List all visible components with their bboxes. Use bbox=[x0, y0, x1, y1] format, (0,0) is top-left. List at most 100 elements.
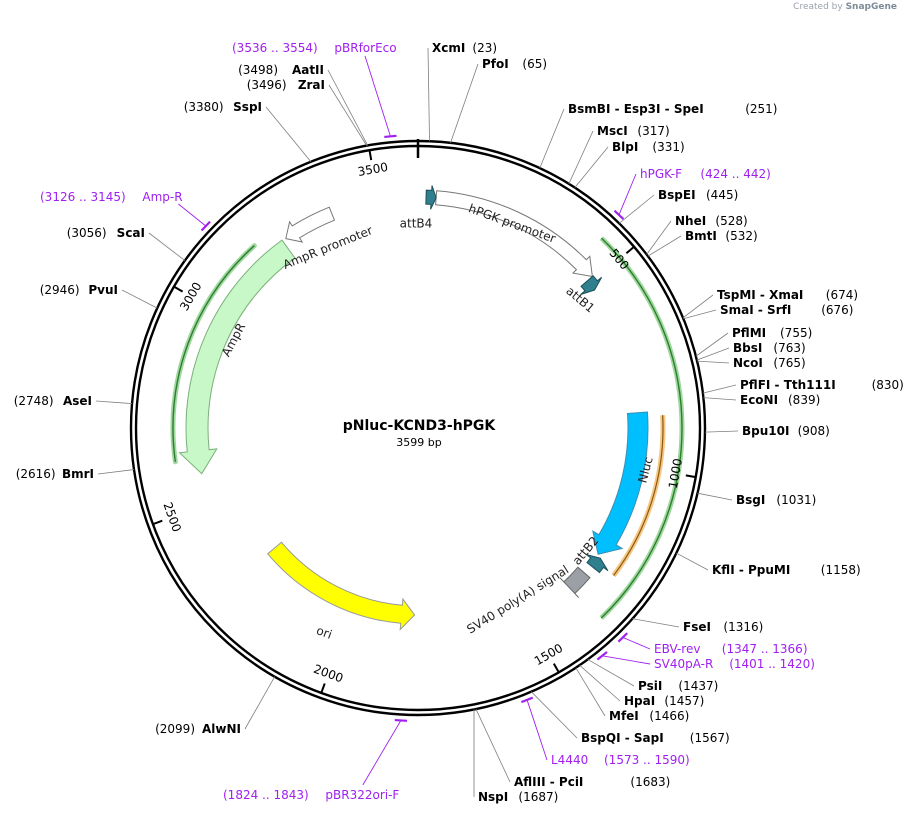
primer-site-hpgk-f[interactable]: hPGK-F(424 .. 442) bbox=[613, 167, 771, 220]
enzyme-site-sspi[interactable]: SspI(3380) bbox=[184, 100, 312, 162]
primer-name: Amp-R bbox=[142, 190, 182, 204]
enzyme-leader-line bbox=[97, 469, 135, 475]
nluc-highlight-core bbox=[613, 415, 664, 576]
primer-sites: (3536 .. 3554) pBRforEco hPGK-F(424 .. 442… bbox=[40, 41, 815, 802]
sv40-polya-box bbox=[559, 566, 591, 598]
enzyme-position: (908) bbox=[798, 424, 830, 438]
enzyme-site-pfoi[interactable]: PfoI(65) bbox=[450, 57, 547, 143]
enzyme-position: (1031) bbox=[776, 493, 816, 507]
enzyme-position: (528) bbox=[715, 214, 747, 228]
enzyme-position: (830) bbox=[872, 378, 904, 392]
plasmid-center-label: pNluc-KCND3-hPGK 3599 bp bbox=[343, 418, 497, 449]
enzyme-name: BsmBI - Esp3I - SpeI bbox=[568, 102, 704, 116]
primer-site-pbrforeco[interactable]: (3536 .. 3554) pBRforEco bbox=[232, 41, 397, 139]
tick-mark-3000 bbox=[173, 285, 184, 293]
primer-site-pbr322ori-f[interactable]: (1824 .. 1843) pBR322ori-F bbox=[223, 718, 408, 802]
enzyme-name: ScaI bbox=[117, 226, 145, 240]
enzyme-leader-line bbox=[539, 108, 565, 169]
enzyme-name: AlwNI bbox=[202, 722, 241, 736]
primer-site-ebv-rev[interactable]: EBV-rev (1347 .. 1366) bbox=[617, 632, 808, 656]
primer-name: pBRforEco bbox=[334, 41, 396, 55]
enzyme-name: NheI bbox=[675, 214, 706, 228]
enzyme-site-xcmi[interactable]: XcmI(23) bbox=[427, 41, 497, 142]
primer-leader-line bbox=[622, 637, 651, 650]
enzyme-name: FseI bbox=[683, 620, 711, 634]
enzyme-site-bsmbi-esp3i-spei[interactable]: BsmBI - Esp3I - SpeI(251) bbox=[539, 102, 778, 169]
enzyme-site-scai[interactable]: ScaI(3056) bbox=[67, 226, 186, 261]
enzyme-site-zrai[interactable]: ZraI(3496) bbox=[247, 78, 368, 146]
primer-mark bbox=[520, 696, 534, 704]
enzyme-leader-line bbox=[579, 664, 621, 702]
enzyme-site-mfei[interactable]: MfeI(1466) bbox=[575, 667, 689, 723]
tick-mark-500 bbox=[625, 246, 635, 254]
tick-mark-2500 bbox=[152, 519, 163, 526]
enzyme-position: (3496) bbox=[247, 78, 287, 92]
enzyme-position: (1687) bbox=[518, 790, 558, 804]
enzyme-leader-line bbox=[618, 194, 655, 224]
enzyme-site-kfli-ppumi[interactable]: KflI - PpuMI (1158) bbox=[676, 552, 861, 577]
enzyme-site-asei[interactable]: AseI(2748) bbox=[14, 394, 133, 408]
enzyme-position: (2748) bbox=[14, 394, 54, 408]
primer-mark bbox=[617, 632, 628, 643]
primer-range: (1824 .. 1843) bbox=[223, 788, 309, 802]
feature-highlights bbox=[170, 236, 685, 620]
enzyme-site-psii[interactable]: PsiI (1437) bbox=[587, 659, 719, 693]
enzyme-site-tspmi-xmai[interactable]: TspMI - XmaI(674) bbox=[682, 288, 858, 319]
enzyme-site-bspei[interactable]: BspEI (445) bbox=[618, 188, 738, 224]
enzyme-site-ncoi[interactable]: NcoI(765) bbox=[697, 356, 806, 370]
enzyme-leader-line bbox=[695, 332, 729, 357]
enzyme-site-blpi[interactable]: BlpI(331) bbox=[574, 140, 685, 188]
enzyme-position: (445) bbox=[706, 188, 738, 202]
primer-site-amp-r[interactable]: (3126 .. 3145)Amp-R bbox=[40, 190, 211, 232]
primer-range: (3536 .. 3554) bbox=[232, 41, 318, 55]
enzyme-leader-line bbox=[697, 360, 730, 364]
tick-mark-1000 bbox=[685, 474, 696, 479]
enzyme-name: BmrI bbox=[62, 467, 94, 481]
enzyme-site-bmri[interactable]: BmrI(2616) bbox=[16, 467, 135, 481]
enzyme-site-msci[interactable]: MscI(317) bbox=[568, 124, 670, 185]
enzyme-site-hpai[interactable]: HpaI(1457) bbox=[579, 664, 705, 708]
enzyme-position: (1437) bbox=[678, 679, 718, 693]
enzyme-site-bpu10i[interactable]: Bpu10I (908) bbox=[704, 424, 830, 438]
enzyme-leader-line bbox=[632, 618, 680, 628]
primer-leader-line bbox=[618, 173, 637, 215]
enzyme-site-pvui[interactable]: PvuI(2946) bbox=[40, 283, 158, 309]
enzyme-leader-line bbox=[574, 146, 609, 188]
tick-label-1000: 1000 bbox=[666, 457, 685, 490]
enzyme-site-econi[interactable]: EcoNI(839) bbox=[703, 393, 820, 407]
enzyme-name: PsiI bbox=[638, 679, 662, 693]
primer-name: pBR322ori-F bbox=[325, 788, 399, 802]
enzyme-name: SmaI - SrfI bbox=[720, 303, 791, 317]
enzyme-position: (839) bbox=[788, 393, 820, 407]
enzyme-site-nspi[interactable]: NspI(1687) bbox=[473, 709, 558, 804]
enzyme-site-alwni[interactable]: AlwNI(2099) bbox=[155, 676, 276, 736]
enzyme-site-fsei[interactable]: FseI(1316) bbox=[632, 618, 763, 634]
enzyme-site-smai-srfi[interactable]: SmaI - SrfI(676) bbox=[683, 303, 853, 320]
enzyme-site-bbsi[interactable]: BbsI(763) bbox=[696, 341, 806, 361]
enzyme-name: BspEI bbox=[658, 188, 696, 202]
enzyme-name: Bpu10I bbox=[742, 424, 789, 438]
enzyme-leader-line bbox=[450, 63, 479, 143]
primer-range: (1347 .. 1366) bbox=[722, 642, 808, 656]
enzyme-leader-line bbox=[475, 708, 511, 783]
enzyme-position: (2946) bbox=[40, 283, 80, 297]
enzyme-site-nhei[interactable]: NheI (528) bbox=[646, 214, 748, 255]
enzyme-site-afliii-pcii[interactable]: AflIII - PciI(1683) bbox=[475, 708, 670, 789]
primer-site-l4440[interactable]: L4440(1573 .. 1590) bbox=[520, 696, 690, 767]
enzyme-name: KflI - PpuMI bbox=[712, 563, 790, 577]
enzyme-position: (1158) bbox=[821, 563, 861, 577]
enzyme-leader-line bbox=[95, 400, 133, 405]
ampr-arrow bbox=[178, 239, 296, 475]
enzyme-leader-line bbox=[704, 430, 739, 433]
enzyme-site-aatii[interactable]: AatII(3498) bbox=[238, 63, 369, 146]
brand-prefix: Created by bbox=[793, 2, 843, 12]
enzyme-name: BmtI bbox=[685, 229, 717, 243]
primer-site-sv40pa-r[interactable]: SV40pA-R(1401 .. 1420) bbox=[596, 651, 815, 671]
enzyme-site-bsgi[interactable]: BsgI(1031) bbox=[697, 492, 816, 507]
enzyme-site-pflmi[interactable]: PflMI(755) bbox=[695, 326, 812, 357]
enzyme-site-bspqi-sapi[interactable]: BspQI - SapI(1567) bbox=[531, 691, 730, 745]
enzyme-site-bmti[interactable]: BmtI(532) bbox=[647, 229, 758, 257]
enzyme-site-pflfi-tth111i[interactable]: PflFI - Tth111I(830) bbox=[702, 378, 904, 394]
primer-name: EBV-rev bbox=[654, 642, 700, 656]
